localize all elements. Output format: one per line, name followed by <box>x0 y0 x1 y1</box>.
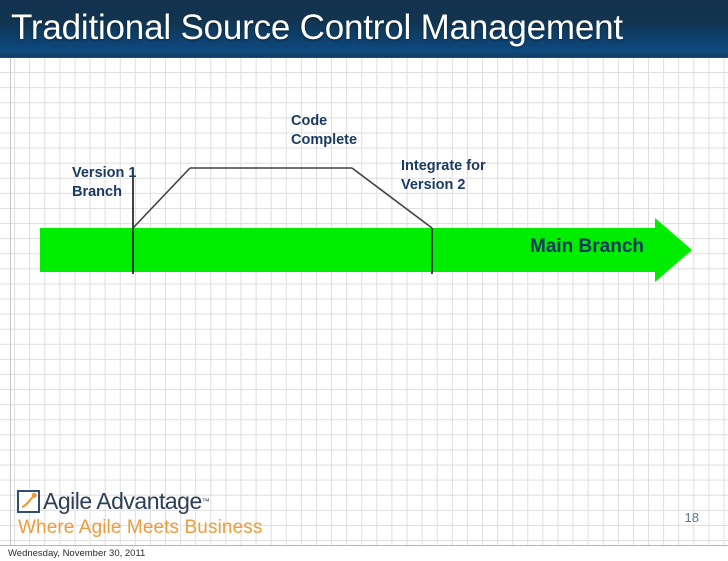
logo-tagline: Where Agile Meets Business <box>18 517 263 538</box>
title-bar: Traditional Source Control Management <box>0 0 728 58</box>
footer-date: Wednesday, November 30, 2011 <box>8 548 146 559</box>
logo-wordmark: Agile Advantage <box>43 488 202 514</box>
content-left-rule <box>10 58 11 545</box>
footer-divider <box>0 545 728 546</box>
page-title: Traditional Source Control Management <box>11 8 623 47</box>
logo-trademark: ™ <box>201 497 210 506</box>
main-branch-arrow <box>40 218 692 282</box>
branching-diagram <box>0 58 728 545</box>
page-number: 18 <box>684 510 699 525</box>
branch-merge-line <box>351 167 433 229</box>
logo-primary-row: Agile Advantage ™ <box>17 489 210 514</box>
label-integrate-for-version-2: Integrate for Version 2 <box>401 158 486 193</box>
agile-advantage-arrow-icon <box>17 490 40 513</box>
branch-rise-line <box>132 167 191 229</box>
grid-background <box>0 58 728 545</box>
label-code-complete: Code Complete <box>291 113 358 148</box>
label-version-1-branch: Version 1 Branch <box>72 165 137 200</box>
logo: Agile Advantage ™ Where Agile Meets Busi… <box>17 489 262 539</box>
label-main-branch: Main Branch <box>530 236 645 257</box>
branching-diagram-svg <box>40 167 692 282</box>
